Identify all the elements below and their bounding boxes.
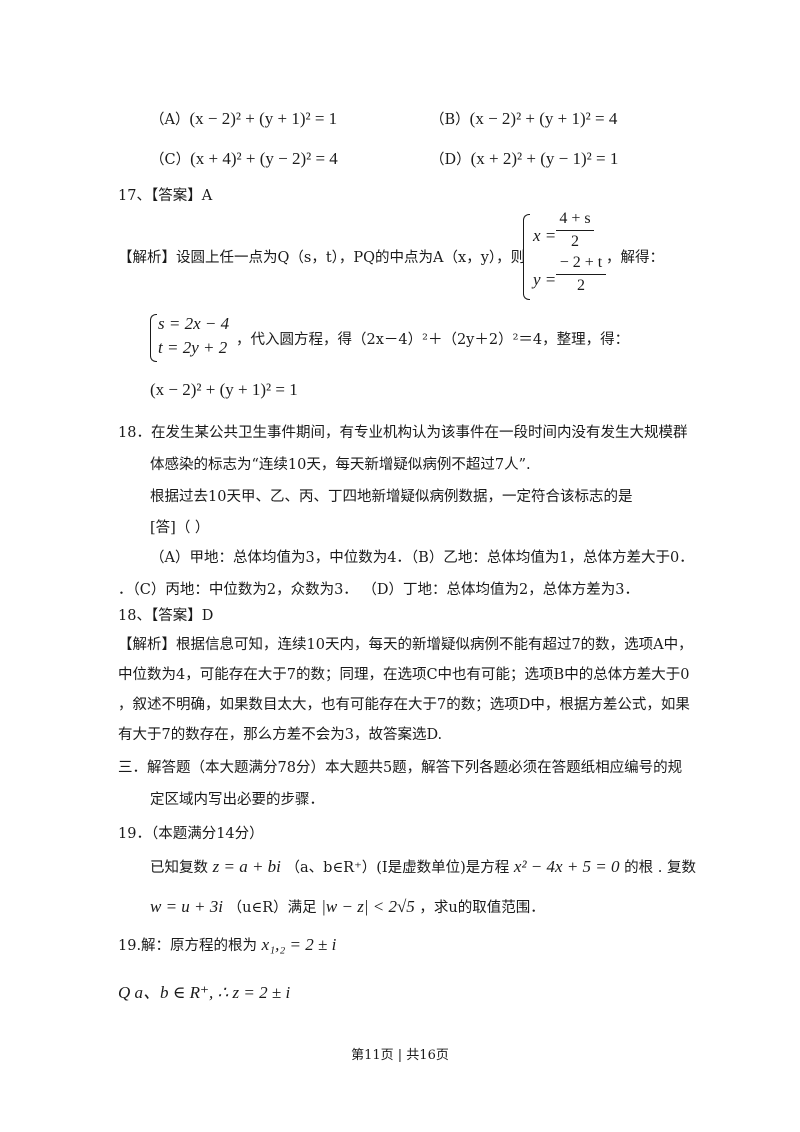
option-c: （C）(x + 4)² + (y − 2)² = 4 [150, 148, 338, 169]
system-brace-2 [150, 314, 157, 362]
q19-line1-text-b: （a、b∈R⁺）(I是虚数单位)是方程 [285, 860, 510, 876]
option-a-label: （A） [150, 112, 190, 128]
option-d: （D）(x + 2)² + (y − 1)² = 1 [430, 148, 618, 169]
q18-line3: 根据过去10天甲、乙、丙、丁四地新增疑似病例数据，一定符合该标志的是 [150, 489, 633, 505]
q19-inequality: |w − z| < 2√5 [321, 897, 415, 916]
option-b-expr: (x − 2)² + (y + 1)² = 4 [469, 109, 618, 128]
option-c-label: （C） [150, 152, 191, 168]
q19-roots: x₁,₂ = 2 ± i [261, 935, 337, 954]
sys1-x-numerator: 4 + s [559, 210, 591, 227]
system-brace-1 [523, 214, 530, 300]
q19-solution-line1: 19.解：原方程的根为 x₁,₂ = 2 ± i [118, 934, 336, 955]
q19-equation: x² − 4x + 5 = 0 [513, 857, 620, 876]
q19-solution-text: 19.解：原方程的根为 [118, 938, 258, 954]
section3-line1: 三．解答题（本大题满分78分）本大题共5题，解答下列各题必须在答题纸相应编号的规 [118, 760, 683, 776]
section3-line2: 定区域内写出必要的步骤． [150, 792, 324, 808]
q18-analysis-line3: ，叙述不明确，如果数目太大，也有可能存在大于7的数；选项D中，根据方差公式，如果 [118, 697, 690, 713]
q17-analysis-lead: 【解析】设圆上任一点为Q（s，t），PQ的中点为A（x，y），则 [118, 250, 526, 266]
q19-w-expr: w = u + 3i [150, 897, 224, 916]
q19-solution-line2: Q a、b ∈ R⁺, ∴ z = 2 ± i [118, 983, 291, 1002]
q19-title: 19．（本题满分14分） [118, 826, 264, 842]
q17-analysis-line2: ，代入圆方程，得（2x－4）²＋（2y＋2）²＝4，整理，得： [236, 332, 630, 348]
q19-line1-text-a: 已知复数 [150, 860, 208, 876]
option-b-label: （B） [430, 112, 470, 128]
option-b: （B）(x − 2)² + (y + 1)² = 4 [430, 108, 617, 129]
option-d-expr: (x + 2)² + (y − 1)² = 1 [470, 149, 619, 168]
q17-result: (x − 2)² + (y + 1)² = 1 [150, 380, 298, 399]
sys1-y-numerator: − 2 + t [559, 254, 603, 271]
sys1-y-fraction: − 2 + t 2 [556, 254, 606, 295]
sys1-x: x = [533, 226, 557, 245]
q19-line2: w = u + 3i （u∈R）满足 |w − z| < 2√5 ，求u的取值范… [150, 896, 545, 917]
q19-line2-text-b: ，求u的取值范围． [419, 900, 545, 916]
q18-analysis-line2: 中位数为4，可能存在大于7的数；同理，在选项C中也有可能；选项B中的总体方差大于… [118, 667, 690, 683]
q18-line5: （A）甲地：总体均值为3，中位数为4．（B）乙地：总体均值为1，总体方差大于0． [150, 550, 694, 566]
q19-z-expr: z = a + bi [212, 857, 281, 876]
sys2-t: t = 2y + 2 [158, 338, 228, 357]
q18-line4: [答]（ ） [150, 520, 210, 536]
page-footer: 第11页 | 共16页 [351, 1048, 449, 1063]
q19-line1-text-c: 的根 . 复数 [624, 860, 696, 876]
q18-answer: 18、【答案】D [118, 608, 214, 624]
q17-analysis-tail: ，解得： [606, 250, 664, 266]
option-c-expr: (x + 4)² + (y − 2)² = 4 [190, 149, 338, 168]
q19-line2-text-a: （u∈R）满足 [227, 900, 317, 916]
q18-line2: 体感染的标志为“连续10天，每天新增疑似病例不超过7人”. [150, 457, 531, 473]
q18-analysis-line1: 【解析】根据信息可知，连续10天内，每天的新增疑似病例不能有超过7的数，选项A中… [118, 637, 693, 653]
q19-line1: 已知复数 z = a + bi （a、b∈R⁺）(I是虚数单位)是方程 x² −… [150, 856, 696, 877]
sys1-y-denominator: 2 [577, 277, 585, 294]
sys1-x-fraction: 4 + s 2 [556, 210, 594, 251]
q18-analysis-line4: 有大于7的数存在，那么方差不会为3，故答案选D. [118, 727, 443, 743]
sys1-x-denominator: 2 [571, 233, 579, 250]
option-d-label: （D） [430, 152, 471, 168]
sys2-s: s = 2x − 4 [158, 314, 230, 333]
q18-line6: ．（C）丙地：中位数为2，众数为3． （D）丁地：总体均值为2，总体方差为3． [118, 582, 639, 598]
q17-answer: 17、【答案】A [118, 188, 213, 204]
q18-line1: 18．在发生某公共卫生事件期间，有专业机构认为该事件在一段时间内没有发生大规模群 [118, 425, 688, 441]
option-a-expr: (x − 2)² + (y + 1)² = 1 [189, 109, 338, 128]
sys1-y: y = [533, 270, 557, 289]
option-a: （A）(x − 2)² + (y + 1)² = 1 [150, 108, 337, 129]
